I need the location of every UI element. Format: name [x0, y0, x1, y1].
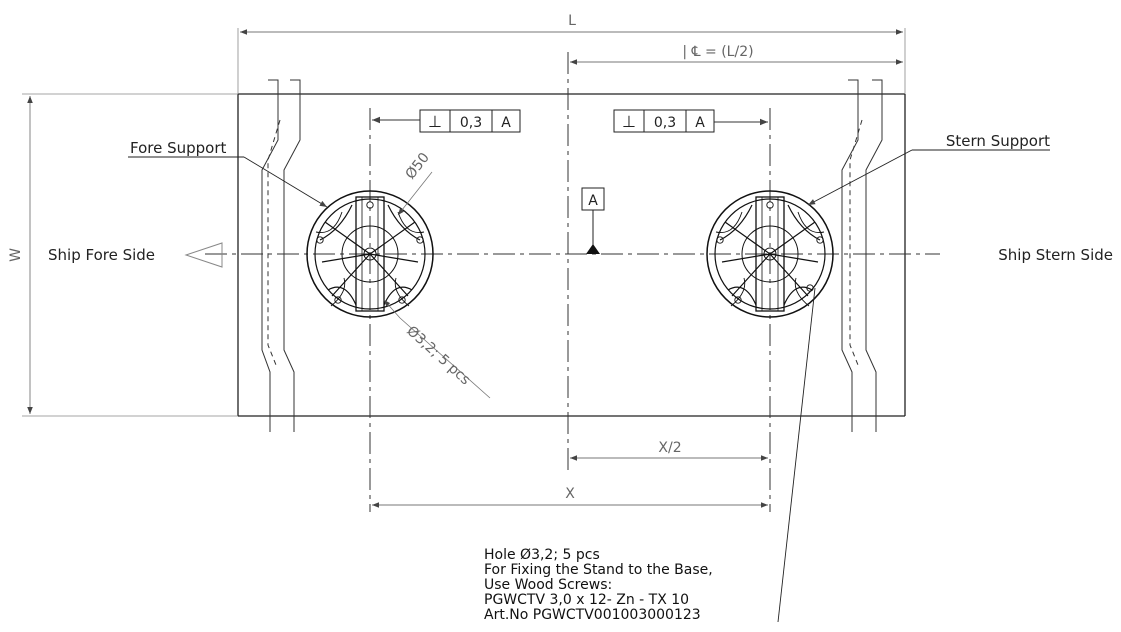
half-spacing-dimension: X/2 [570, 440, 768, 461]
length-dimension: L [237, 13, 906, 94]
fore-support-callout: Fore Support [128, 139, 328, 208]
ship-stern-side-label: Ship Stern Side [998, 246, 1113, 264]
note-line-5: Art.No PGWCTV001003000123 [484, 607, 701, 623]
half-spacing-label: X/2 [658, 440, 681, 456]
hole-callout: Ø3,2; 5 pcs [383, 299, 491, 399]
tolerance-symbol-fore: ⊥ [428, 112, 442, 131]
width-label: W [8, 248, 24, 262]
ship-fore-side-label: Ship Fore Side [48, 246, 155, 264]
half-length-dimension: | ℄ = (L/2) [570, 44, 903, 65]
tolerance-datum-stern: A [695, 115, 705, 131]
fore-direction-arrow [184, 242, 223, 268]
tolerance-frame-fore: ⊥ 0,3 A [372, 109, 521, 133]
break-lines-right [841, 79, 883, 432]
stern-support-label: Stern Support [946, 132, 1050, 150]
datum-feature: A [581, 187, 605, 254]
fore-support [306, 190, 434, 318]
note-line-3: Use Wood Screws: [484, 577, 612, 593]
tolerance-symbol-stern: ⊥ [622, 112, 636, 131]
note-line-2: For Fixing the Stand to the Base, [484, 562, 713, 578]
length-label: L [568, 13, 576, 29]
fore-support-label: Fore Support [130, 139, 227, 157]
note-leader [777, 287, 816, 623]
tolerance-value-stern: 0,3 [654, 115, 676, 131]
support-diameter-label: Ø50 [403, 150, 433, 183]
spacing-dimension: X [372, 486, 768, 508]
spacing-label: X [565, 486, 575, 502]
centerline-label: | ℄ = (L/2) [682, 44, 753, 60]
hole-callout-label: Ø3,2; 5 pcs [403, 323, 473, 388]
base-plate [237, 93, 906, 417]
break-lines-left [261, 79, 301, 432]
diameter-callout: Ø50 [397, 150, 433, 216]
tolerance-value-fore: 0,3 [460, 115, 482, 131]
tolerance-frame-stern: ⊥ 0,3 A [613, 109, 768, 133]
stern-support-callout: Stern Support [807, 132, 1050, 206]
width-dimension: W [8, 93, 238, 417]
datum-label: A [588, 193, 598, 209]
note-line-1: Hole Ø3,2; 5 pcs [484, 547, 600, 563]
tolerance-datum-fore: A [501, 115, 511, 131]
note-line-4: PGWCTV 3,0 x 12- Zn - TX 10 [484, 592, 689, 608]
fixing-note: Hole Ø3,2; 5 pcs For Fixing the Stand to… [484, 547, 713, 623]
stern-support [706, 190, 834, 318]
